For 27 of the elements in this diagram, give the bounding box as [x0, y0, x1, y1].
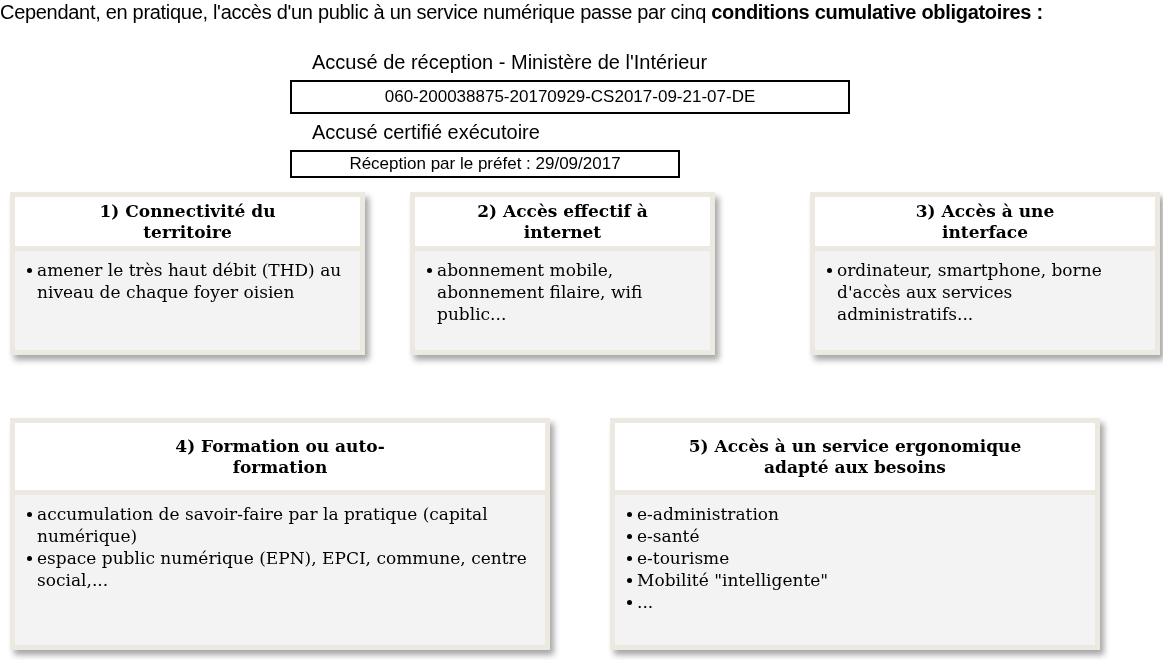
bullet-item: ordinateur, smartphone, borne d'accès aux services administratifs... [837, 259, 1103, 325]
bullet-item: Mobilité "intelligente" [637, 569, 829, 591]
stamp-text: 060-200038875-20170929-CS2017-09-21-07-DE [384, 86, 756, 109]
bullet-item: abonnement mobile, abonnement filaire, wifi public... [437, 259, 644, 325]
condition-card [810, 192, 1160, 355]
stamp-box [290, 80, 850, 114]
card-title: 5) Accès à un service ergonomique adapté aux besoins [687, 435, 1023, 478]
condition-card [10, 192, 365, 355]
card-title: 1) Connectivité du territoire [98, 200, 277, 243]
bullet-item: e-tourisme [637, 547, 730, 569]
card-title: 3) Accès à une interface [914, 200, 1056, 243]
stamp-heading: Accusé certifié exécutoire [312, 120, 540, 144]
bullet-item: amener le très haut débit (THD) au niveau de chaque foyer oisien [37, 259, 343, 303]
card-title: 2) Accès effectif à internet [476, 200, 649, 243]
bullet-item: e-santé [637, 525, 700, 547]
bullet-item: espace public numérique (EPN), EPCI, commune, centre social,... [37, 547, 528, 591]
condition-card [10, 418, 550, 650]
condition-card [610, 418, 1100, 650]
condition-card [410, 192, 715, 355]
intro-paragraph: Cependant, en pratique, l'accès d'un public à un service numérique passe par cinq conditions cumulative obligatoires : [0, 0, 1044, 24]
stamp-heading: Accusé de réception - Ministère de l'Intérieur [312, 50, 708, 74]
bullet-item: accumulation de savoir-faire par la pratique (capital numérique) [37, 503, 489, 547]
stamp-text: Réception par le préfet : 29/09/2017 [349, 153, 621, 176]
bullet-item: e-administration [637, 503, 780, 525]
card-title: 4) Formation ou auto-formation [174, 435, 386, 478]
bullet-item: ... [637, 591, 654, 613]
stamp-box [290, 150, 680, 178]
